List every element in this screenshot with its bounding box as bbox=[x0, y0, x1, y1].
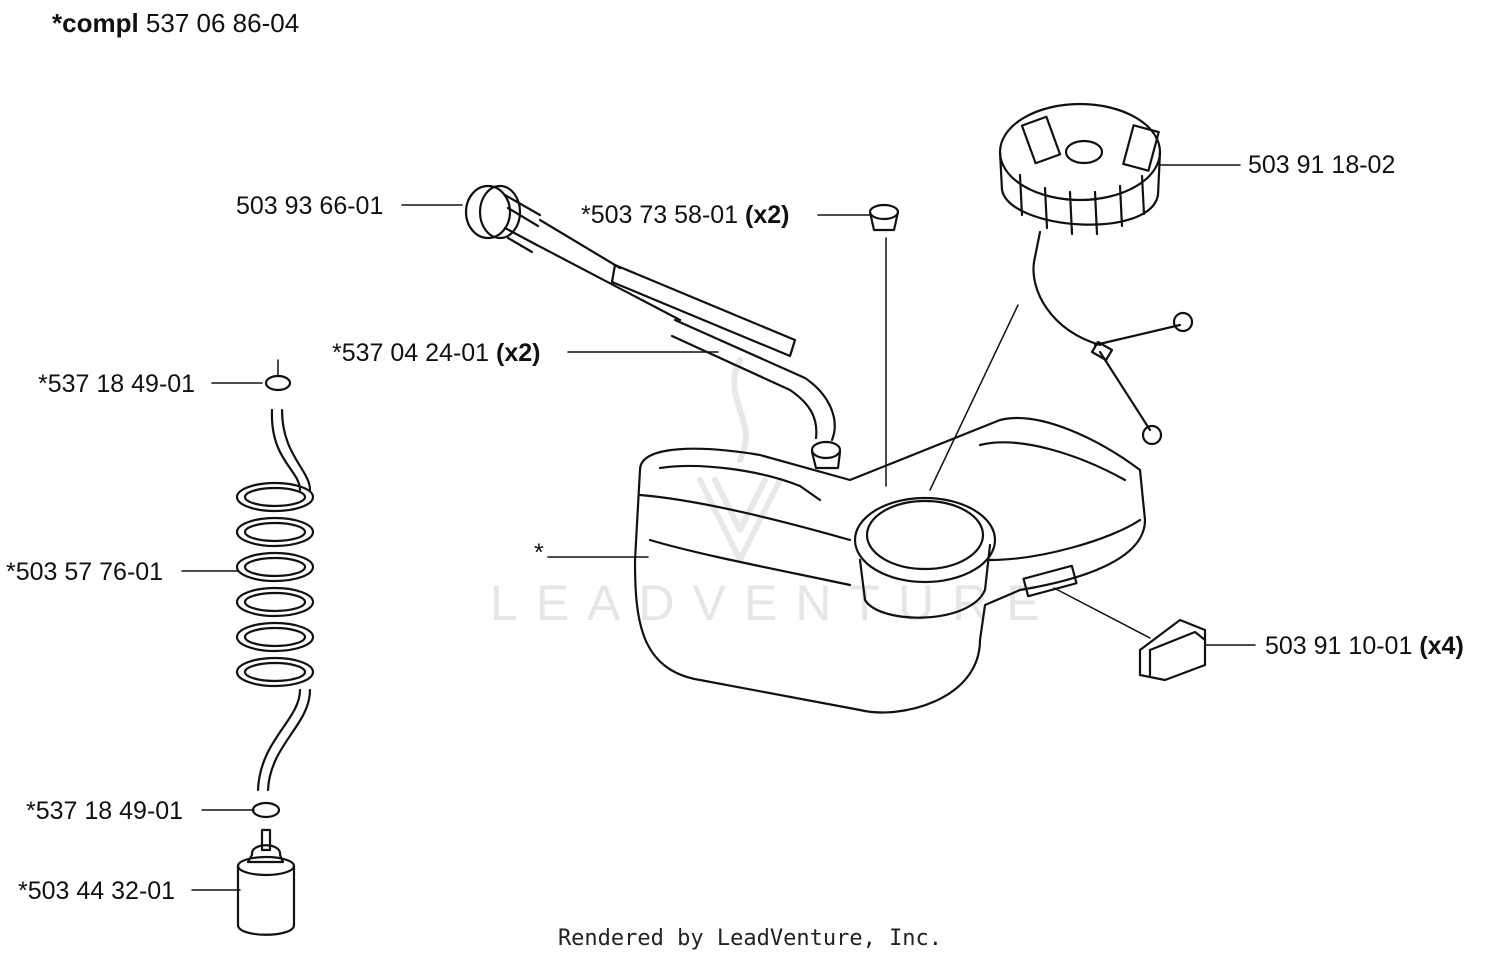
fuel-tank-drawing bbox=[633, 416, 1147, 714]
part-label-pickup: 503 93 66-01 bbox=[236, 192, 384, 220]
part-label-oring-bottom: *537 18 49-01 bbox=[26, 797, 184, 825]
part-label-fuel-hose: *537 04 24-01 (x2) bbox=[332, 339, 541, 367]
part-label-filter: *503 44 32-01 bbox=[18, 877, 176, 905]
watermark: LEADVENTURE bbox=[490, 575, 1058, 631]
part-label-damper: 503 91 10-01 (x4) bbox=[1265, 632, 1464, 660]
assembly-number: 537 06 86-04 bbox=[145, 8, 300, 38]
assembly-header: *compl 537 06 86-04 bbox=[52, 8, 299, 39]
damper-drawing bbox=[1138, 618, 1207, 682]
part-label-tank: * bbox=[534, 539, 544, 567]
fuel-pickup-drawing bbox=[464, 184, 842, 470]
footer-credit: Rendered by LeadVenture, Inc. bbox=[557, 926, 943, 951]
assembly-prefix: *compl bbox=[52, 8, 139, 38]
part-label-oring-top: *537 18 49-01 bbox=[38, 370, 196, 398]
fuel-filter-drawing bbox=[236, 828, 296, 936]
qty: (x4) bbox=[1419, 632, 1464, 660]
coil-hose-drawing bbox=[235, 408, 315, 792]
part-label-coil-hose: *503 57 76-01 bbox=[6, 558, 164, 586]
part-label-cap: 503 91 18-02 bbox=[1248, 151, 1396, 179]
grommet-drawing bbox=[868, 203, 900, 232]
leader-lines bbox=[181, 164, 1256, 891]
fuel-cap-drawing bbox=[998, 102, 1194, 446]
oring-top-drawing bbox=[264, 359, 292, 392]
qty: (x2) bbox=[745, 201, 790, 229]
oring-bottom-drawing bbox=[251, 801, 281, 819]
part-label-grommet: *503 73 58-01 (x2) bbox=[581, 201, 790, 229]
watermark-logo-icon bbox=[697, 357, 783, 563]
qty: (x2) bbox=[496, 339, 541, 367]
